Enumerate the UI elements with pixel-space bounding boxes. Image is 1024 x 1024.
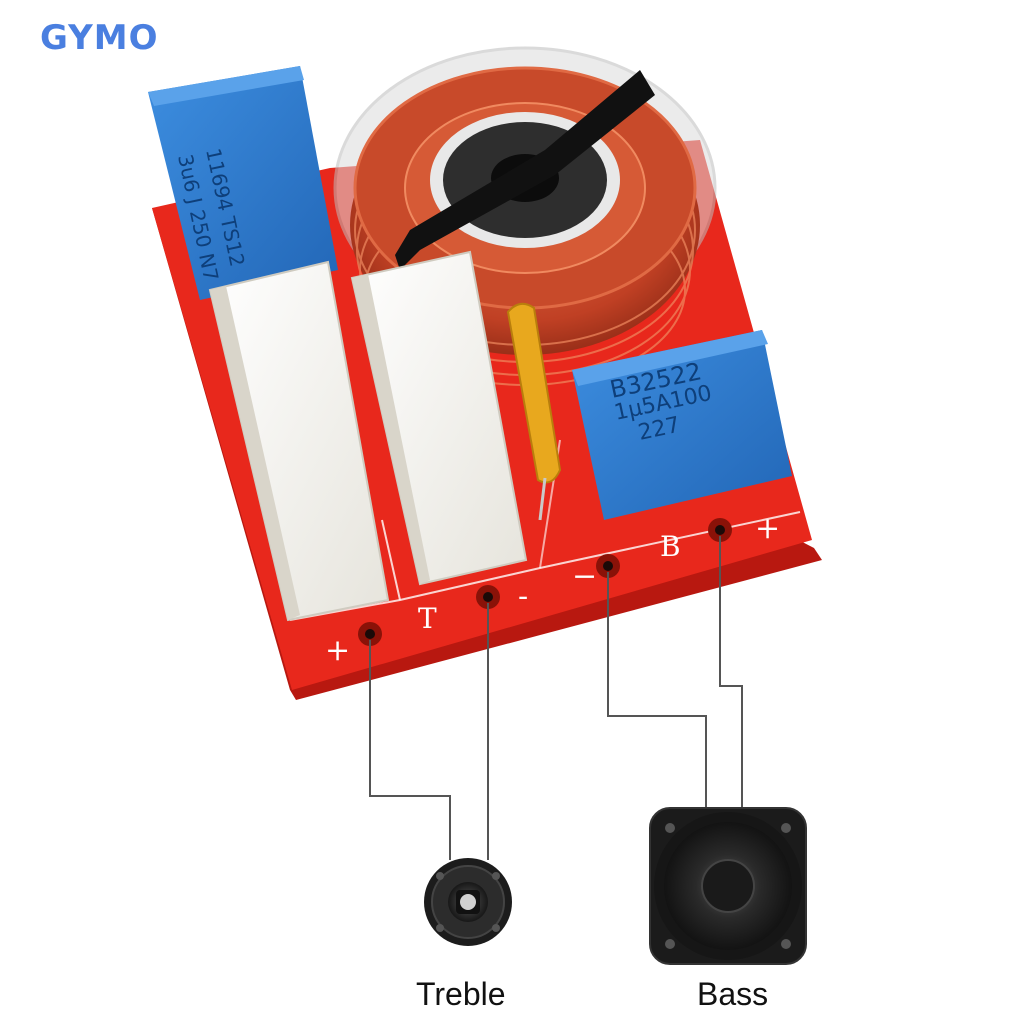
capacitor-blue-small: B32522 1μ5A100 227: [572, 330, 792, 520]
label-treble-letter: T: [418, 602, 437, 635]
label-bass-minus: −: [572, 559, 597, 594]
woofer-speaker: [649, 807, 807, 965]
pad-treble-plus: [358, 622, 382, 646]
cable-tie: [395, 70, 655, 270]
wiring: [369, 536, 743, 860]
wire-bass-plus: [719, 536, 743, 808]
label-treble-plus: +: [325, 633, 350, 668]
capacitor-blue-large: 11694 TS12 3u6 J 250 N7: [148, 66, 338, 300]
pad-bass-plus: [708, 518, 732, 542]
wire-bass-minus: [607, 572, 707, 808]
capacitor-white-left: [208, 260, 390, 622]
label-treble-minus: -: [518, 579, 528, 614]
label-bass-plus: +: [755, 511, 780, 546]
treble-label: Treble: [416, 976, 506, 1012]
tweeter-speaker: [424, 858, 512, 946]
pad-treble-minus: [476, 585, 500, 609]
bass-label: Bass: [697, 976, 769, 1012]
capacitor-yellow: [506, 302, 562, 521]
capacitor-white-middle: [350, 250, 528, 586]
brand-logo: GYMO: [40, 18, 159, 58]
wire-treble-plus: [369, 640, 451, 860]
silk-line: [381, 519, 401, 601]
label-bass-letter: B: [660, 530, 681, 563]
pad-bass-minus: [596, 554, 620, 578]
silk-line: [289, 511, 801, 621]
